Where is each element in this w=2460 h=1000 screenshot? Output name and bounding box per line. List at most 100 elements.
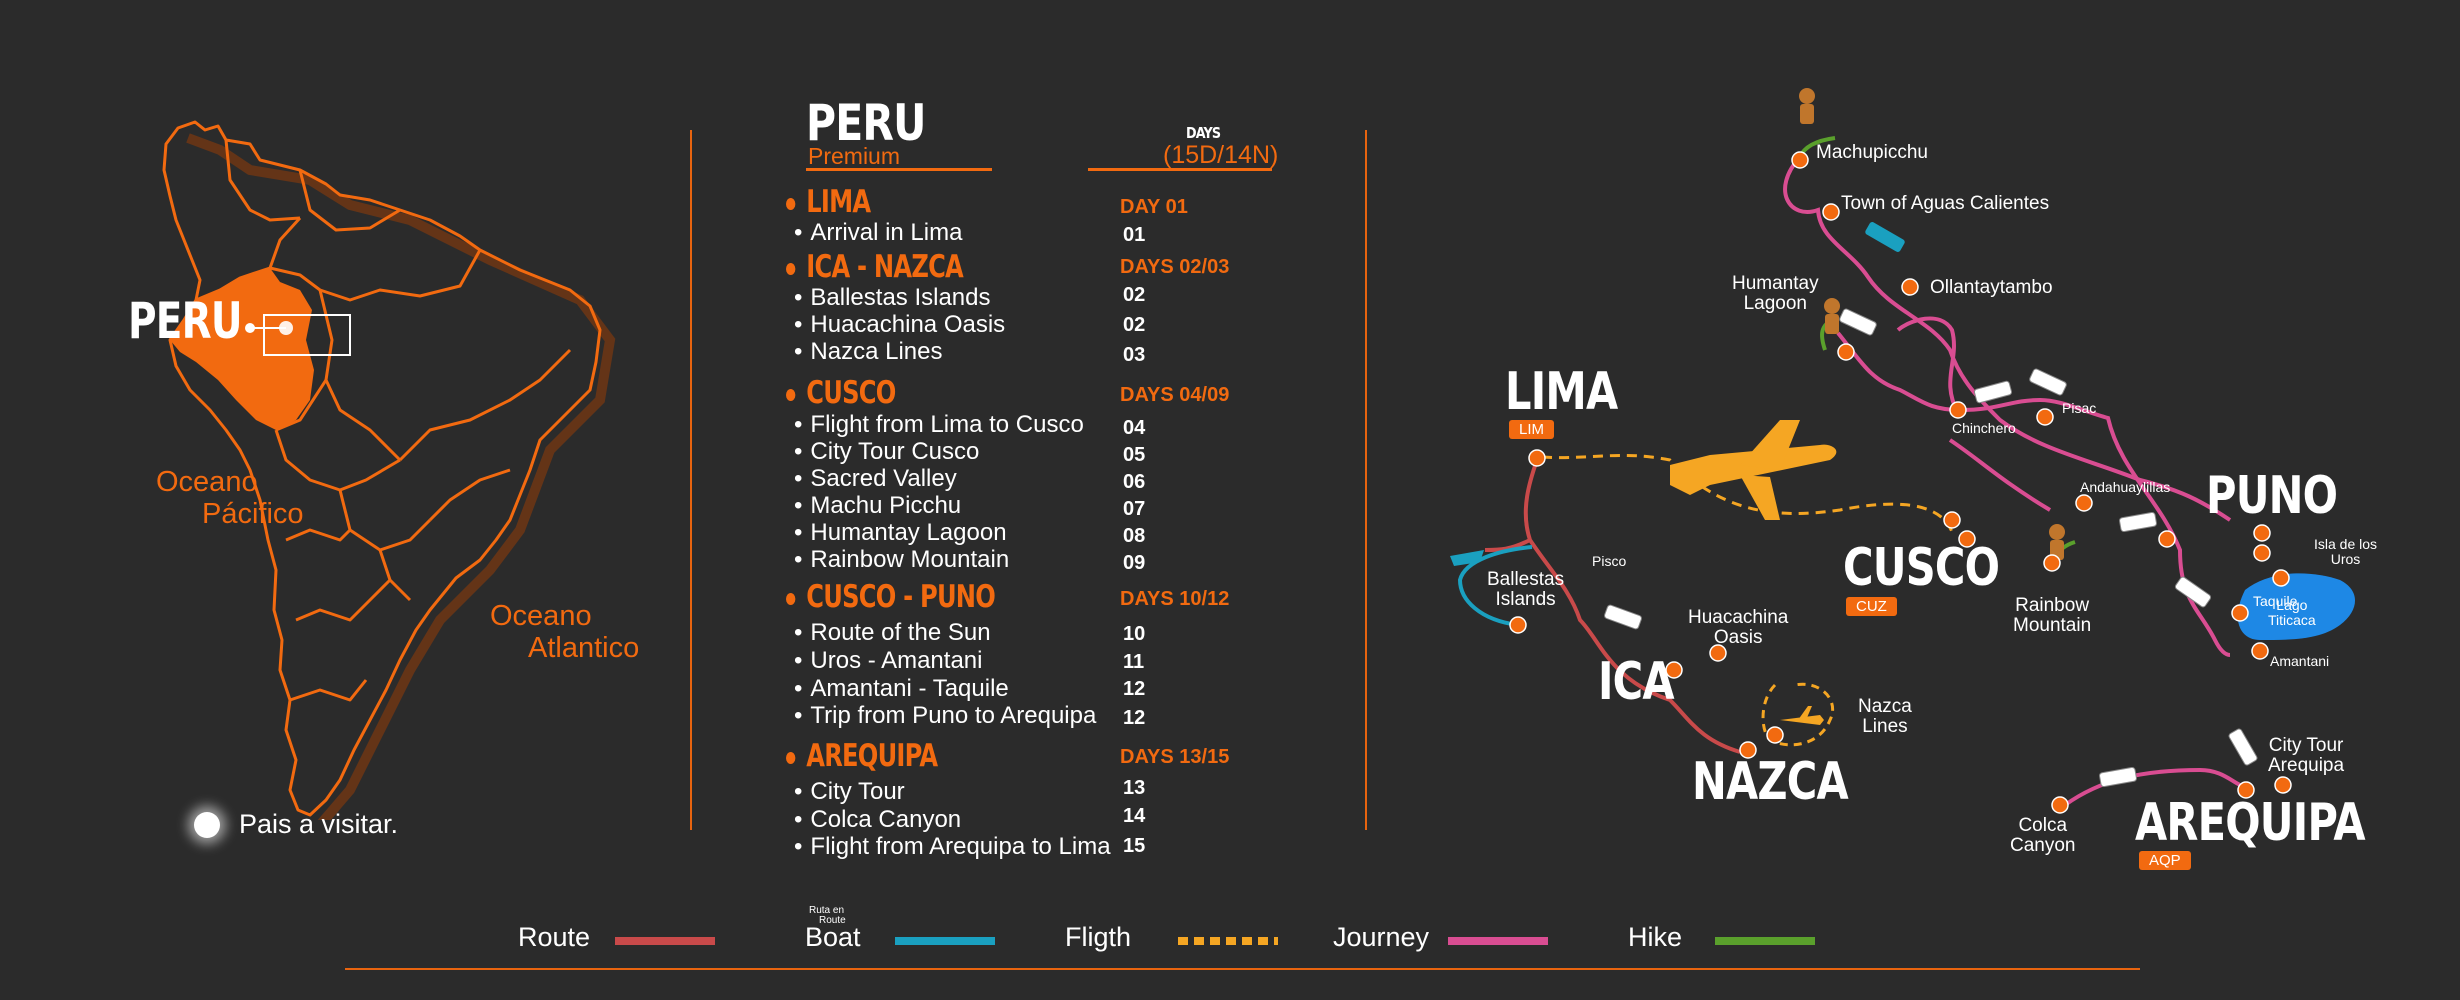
- section-cusco: CUSCO: [786, 375, 896, 411]
- city-ica: ICA: [1598, 652, 1675, 712]
- place-pisco: Pisco: [1592, 553, 1627, 569]
- list-item-day: 02: [1123, 314, 1146, 336]
- hiker-icon: [1799, 88, 2065, 560]
- legend-flight-line: [1178, 937, 1278, 945]
- train-icon: [1865, 222, 1905, 252]
- legend-route-line: [615, 937, 715, 945]
- place-andahuaylillas: Andahuaylillas: [2080, 479, 2171, 495]
- small-plane-icon: [1780, 706, 1824, 725]
- flight-route-nazca-lines: [1761, 682, 1834, 747]
- list-item-day: 15: [1123, 835, 1146, 857]
- country-legend-dot: [194, 812, 220, 838]
- list-item-day: 05: [1123, 444, 1146, 466]
- list-item: Colca Canyon: [794, 806, 961, 834]
- list-item: City Tour Cusco: [794, 438, 979, 466]
- divider-left: [690, 130, 692, 830]
- peru-highlight-box: [263, 314, 351, 356]
- list-item: Arrival in Lima: [794, 219, 962, 247]
- list-item: Ballestas Islands: [794, 284, 990, 312]
- legend-route-label: Route: [518, 922, 591, 952]
- south-america-shadow: [186, 133, 616, 820]
- legend-hike-label: Hike: [1628, 922, 1683, 952]
- journey-route-chinchero: [1896, 316, 1960, 414]
- list-item: Huacachina Oasis: [794, 311, 1005, 339]
- list-item: Trip from Puno to Arequipa: [794, 702, 1096, 730]
- city-cusco: CUSCO: [1843, 538, 2000, 598]
- boat-icon: [1450, 550, 1484, 566]
- place-ollantaytambo: Ollantaytambo: [1930, 277, 2053, 298]
- list-item: Humantay Lagoon: [794, 519, 1006, 547]
- list-item-day: 09: [1123, 552, 1146, 574]
- list-item: City Tour: [794, 778, 904, 806]
- place-chinchero: Chinchero: [1952, 420, 2016, 436]
- city-nazca: NAZCA: [1692, 752, 1849, 812]
- itinerary-duration: (15D/14N): [1163, 141, 1279, 169]
- section-arequipa: AREQUIPA: [786, 738, 938, 774]
- list-item-day: 07: [1123, 498, 1146, 520]
- list-item-day: 12: [1123, 707, 1146, 729]
- place-taquile: Taquile: [2253, 593, 2298, 609]
- divider-right: [1365, 130, 1367, 830]
- section-lima: LIMA: [786, 184, 871, 220]
- section-cusco-puno: CUSCO - PUNO: [786, 579, 996, 615]
- list-item-day: 14: [1123, 805, 1146, 827]
- legend-boat-line: [895, 937, 995, 945]
- code-arequipa: AQP: [2139, 851, 2191, 870]
- list-item-day: 10: [1123, 623, 1146, 645]
- peru-map-label: PERU: [128, 292, 243, 350]
- list-item-day: 02: [1123, 284, 1146, 306]
- lake-titicaca: [2237, 573, 2355, 640]
- south-america-outline: [162, 120, 602, 817]
- list-item: Flight from Arequipa to Lima: [794, 833, 1110, 861]
- list-item: Rainbow Mountain: [794, 546, 1009, 574]
- bus-icon: [1604, 308, 2258, 788]
- journey-route-cusco-puno: [1836, 331, 2231, 657]
- boat-route-ballestas: [1457, 545, 1533, 627]
- stop-markers: [1509, 151, 2292, 814]
- list-item-day: 04: [1123, 417, 1146, 439]
- bottom-divider: [345, 968, 2140, 970]
- place-amantani: Amantani: [2270, 653, 2330, 669]
- legend-flight-label: Fligth: [1065, 922, 1132, 952]
- title-underline: [806, 168, 992, 171]
- route-map: [1450, 88, 2355, 814]
- list-item-day: 12: [1123, 678, 1146, 700]
- list-item: Amantani - Taquile: [794, 675, 1008, 703]
- peru-shape: [170, 268, 314, 430]
- code-lima: LIM: [1509, 420, 1555, 439]
- list-item: Machu Picchu: [794, 492, 961, 520]
- country-legend-label: Pais a visitar.: [239, 809, 399, 839]
- flight-route-lima-cusco: [1541, 453, 1954, 533]
- list-item: Route of the Sun: [794, 619, 990, 647]
- section-cusco-puno-days: DAYS 10/12: [1120, 588, 1230, 610]
- list-item-day: 08: [1123, 525, 1146, 547]
- road-route-pisco: [1484, 538, 1531, 552]
- peru-marker-dot: [245, 323, 255, 333]
- ocean-pacific-label: Oceano Pácifico: [156, 466, 304, 530]
- legend-journey-line: [1448, 937, 1548, 945]
- list-item-day: 06: [1123, 471, 1146, 493]
- south-america-map: [162, 120, 616, 820]
- place-aguas-calientes: Town of Aguas Calientes: [1841, 193, 2050, 214]
- legend-journey-label: Journey: [1333, 922, 1430, 952]
- peru-glow-dot: [279, 321, 293, 335]
- list-item: Sacred Valley: [794, 465, 956, 493]
- code-cusco: CUZ: [1846, 597, 1897, 616]
- days-label: DAYS: [1186, 124, 1221, 142]
- legend-hike-line: [1715, 937, 1815, 945]
- city-puno: PUNO: [2206, 466, 2338, 526]
- section-ica-nazca-days: DAYS 02/03: [1120, 256, 1230, 278]
- itinerary-subtitle: Premium: [808, 143, 901, 169]
- days-underline: [1088, 168, 1272, 171]
- section-cusco-days: DAYS 04/09: [1120, 384, 1230, 406]
